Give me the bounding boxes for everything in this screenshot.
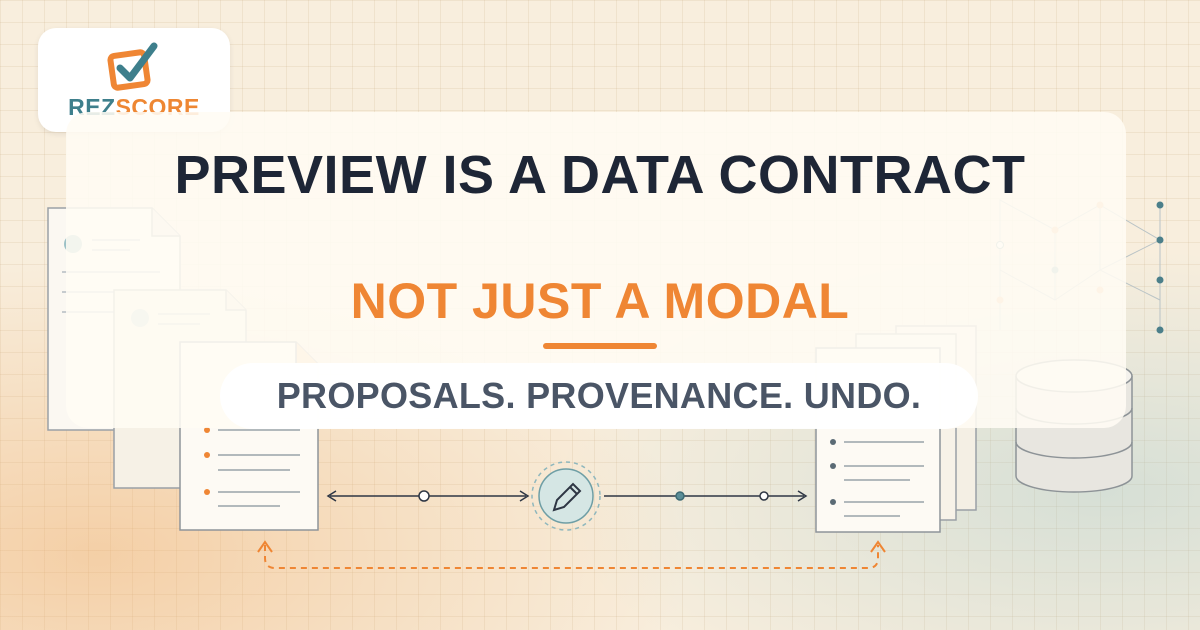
page-subtitle: NOT JUST A MODAL — [350, 273, 850, 329]
undo-arrow — [257, 540, 886, 569]
tagline-text: PROPOSALS. PROVENANCE. UNDO. — [276, 375, 922, 416]
page-title: PREVIEW IS A DATA CONTRACT — [174, 145, 1026, 205]
pencil-edit-icon — [531, 461, 601, 531]
tagline-pill: PROPOSALS. PROVENANCE. UNDO. — [220, 363, 978, 429]
title-divider — [543, 343, 657, 349]
checkbox-checkmark-icon — [107, 42, 158, 91]
flow-connector — [326, 490, 808, 502]
